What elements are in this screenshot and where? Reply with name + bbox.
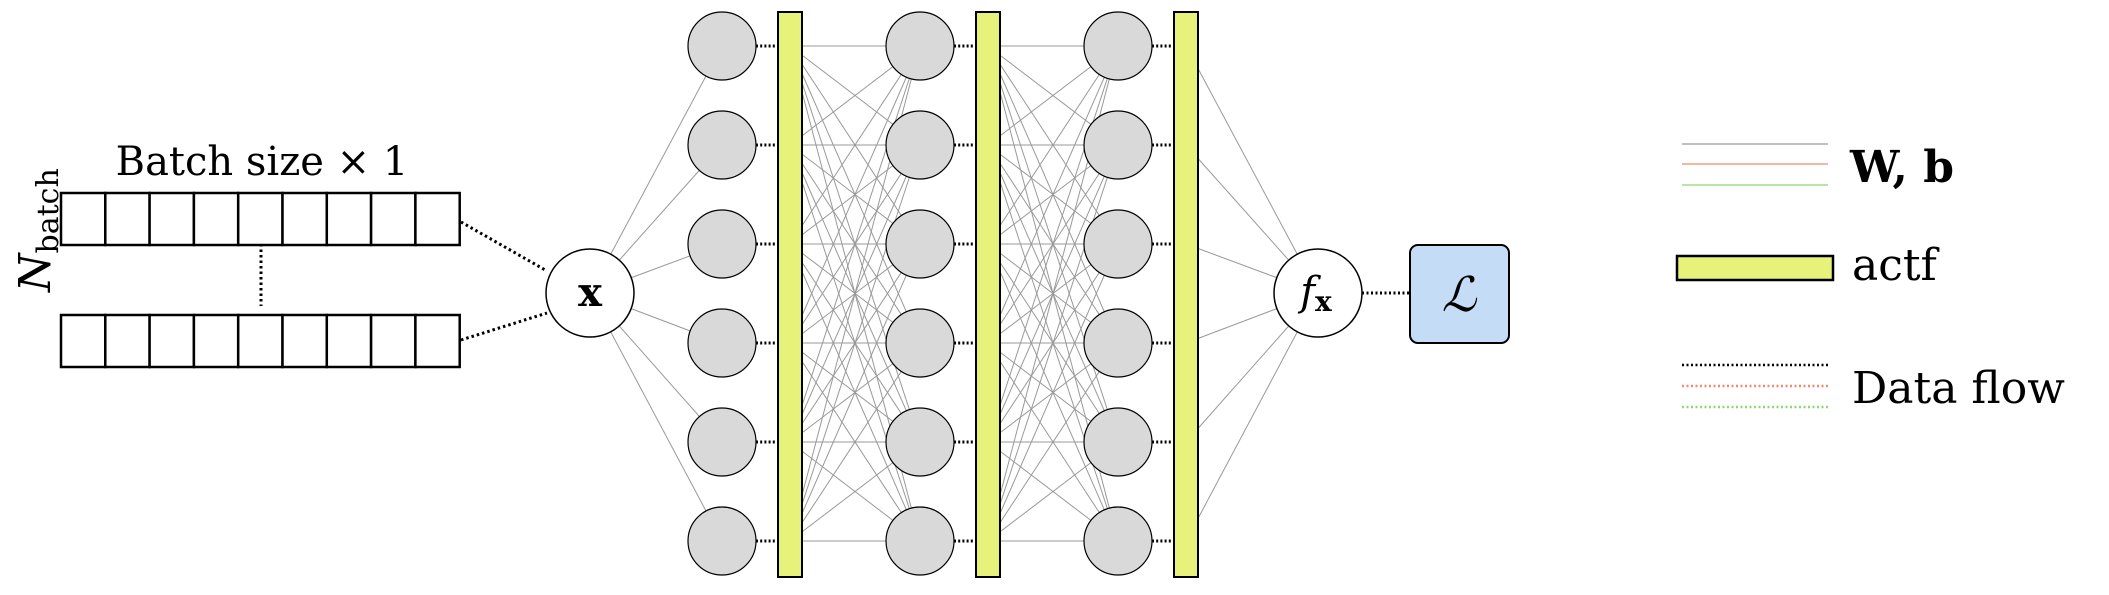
weight-line (987, 144, 1119, 542)
loss-label: ℒ (1442, 267, 1478, 323)
neuron (1083, 110, 1153, 180)
weight-line (589, 45, 723, 294)
neuron (1083, 407, 1153, 477)
legend-weights-label: W, b (1849, 142, 1954, 193)
batch-cell (325, 313, 373, 369)
output-node-label-sub: x (1315, 285, 1332, 318)
actf-bar (1173, 11, 1199, 578)
neuron (687, 506, 757, 576)
legend-actf: actf (1675, 240, 1940, 291)
batch-cell (59, 313, 107, 369)
weight-line (789, 342, 921, 542)
actf-bar (777, 11, 803, 578)
data-flow-connections (460, 220, 1410, 342)
n-batch-label: Nbatch (10, 168, 66, 293)
weight-line (987, 45, 1119, 245)
hidden-layers (687, 11, 1199, 578)
weight-line (1185, 292, 1319, 542)
neuron (687, 209, 757, 279)
batch-cell (192, 191, 240, 247)
batch-cell (104, 313, 151, 369)
batch-cell (414, 191, 461, 247)
weight-connections (589, 45, 1319, 542)
weight-line (789, 243, 921, 542)
batch-cell (281, 191, 329, 247)
neuron (1083, 506, 1153, 576)
n-batch-label-sub: batch (31, 168, 66, 253)
hidden-layer (687, 11, 803, 578)
batch-cell (104, 191, 151, 247)
neuron (687, 407, 757, 477)
n-batch-label-main: N (10, 252, 61, 293)
neuron (885, 407, 955, 477)
weight-line (987, 342, 1119, 542)
legend-dataflow-label: Data flow (1852, 363, 2065, 414)
neuron (687, 11, 757, 81)
neuron (1083, 209, 1153, 279)
batch-row-top (59, 191, 461, 247)
neuron (687, 110, 757, 180)
batch-matrix: Batch size × 1 Nbatch (10, 139, 461, 369)
batch-cell (236, 313, 284, 369)
weight-line (789, 45, 921, 443)
svg-text:Nbatch: Nbatch (10, 168, 66, 293)
neuron (885, 506, 955, 576)
batch-cell (325, 191, 373, 247)
weight-line (1185, 45, 1319, 294)
neuron (885, 11, 955, 81)
legend-actf-label: actf (1852, 240, 1940, 291)
neuron (1083, 11, 1153, 81)
weight-line (987, 45, 1119, 443)
batch-cell (148, 191, 196, 247)
weight-line (789, 45, 921, 245)
batch-row-bottom (59, 313, 461, 369)
flow-batch-to-input (460, 311, 548, 342)
loss-box: ℒ (1409, 244, 1510, 344)
weight-line (789, 45, 921, 344)
neuron (1083, 308, 1153, 378)
batch-cell (414, 313, 461, 369)
batch-cell (369, 313, 417, 369)
batch-cell (236, 191, 284, 247)
input-node-label: x (578, 269, 603, 316)
neuron (885, 110, 955, 180)
neuron (885, 209, 955, 279)
legend-dataflow: Data flow (1682, 363, 2065, 414)
weight-line (789, 144, 921, 542)
batch-cell (59, 191, 107, 247)
neuron (885, 308, 955, 378)
weight-line (987, 45, 1119, 344)
batch-size-label: Batch size × 1 (116, 139, 409, 185)
hidden-layer (1083, 11, 1199, 578)
input-node: x (545, 248, 635, 338)
batch-cell (281, 313, 329, 369)
output-node: fx (1273, 248, 1363, 338)
legend-weights: W, b (1682, 142, 1954, 193)
hidden-layer (885, 11, 1001, 578)
weight-line (589, 292, 723, 542)
legend: W, b actf Data flow (1675, 142, 2065, 414)
batch-cell (369, 191, 417, 247)
weight-line (987, 243, 1119, 542)
flow-batch-to-input (460, 220, 548, 273)
neuron (687, 308, 757, 378)
batch-cell (192, 313, 240, 369)
batch-cell (148, 313, 196, 369)
actf-bar (975, 11, 1001, 578)
legend-actf-swatch (1675, 254, 1835, 282)
